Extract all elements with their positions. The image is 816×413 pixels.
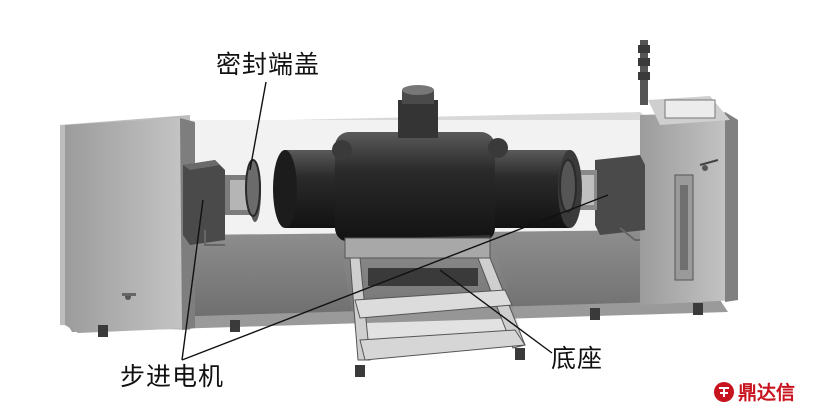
leader-motor-right [181, 194, 609, 361]
pressure-vessel [273, 85, 582, 242]
label-seal-end-cap: 密封端盖 [216, 50, 321, 79]
leader-base [439, 269, 553, 354]
base-stand [340, 235, 526, 361]
watermark-text: 鼎达信 [738, 382, 796, 404]
right-cabinet [638, 40, 738, 305]
seal-end-cap-right [559, 159, 577, 213]
brand-logo-icon [714, 381, 734, 402]
leader-motor-left [181, 199, 204, 361]
label-stepper-motor: 步进电机 [120, 362, 225, 391]
leader-lines [181, 81, 609, 361]
seal-end-cap-left [245, 159, 261, 217]
label-base: 底座 [551, 344, 604, 373]
support-feet [98, 303, 703, 377]
leader-seal-end-cap [249, 81, 267, 171]
left-cabinet [65, 118, 195, 333]
watermark: 鼎达信 [713, 378, 795, 405]
